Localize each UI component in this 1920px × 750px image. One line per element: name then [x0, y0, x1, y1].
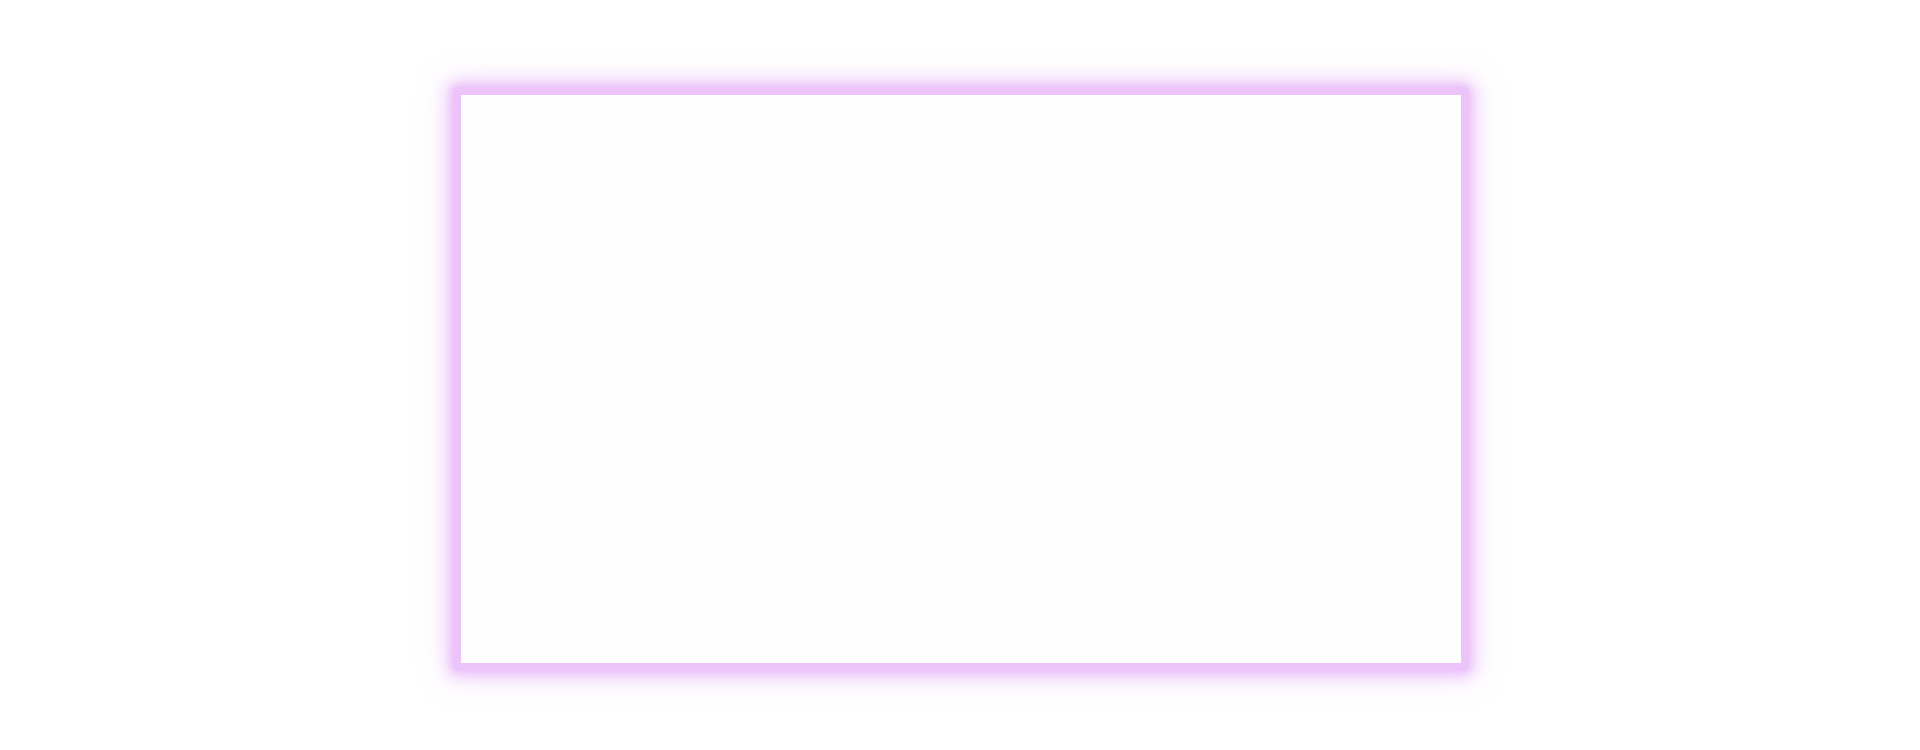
panel-content-area [461, 95, 1461, 663]
highlighted-panel[interactable] [453, 87, 1469, 671]
